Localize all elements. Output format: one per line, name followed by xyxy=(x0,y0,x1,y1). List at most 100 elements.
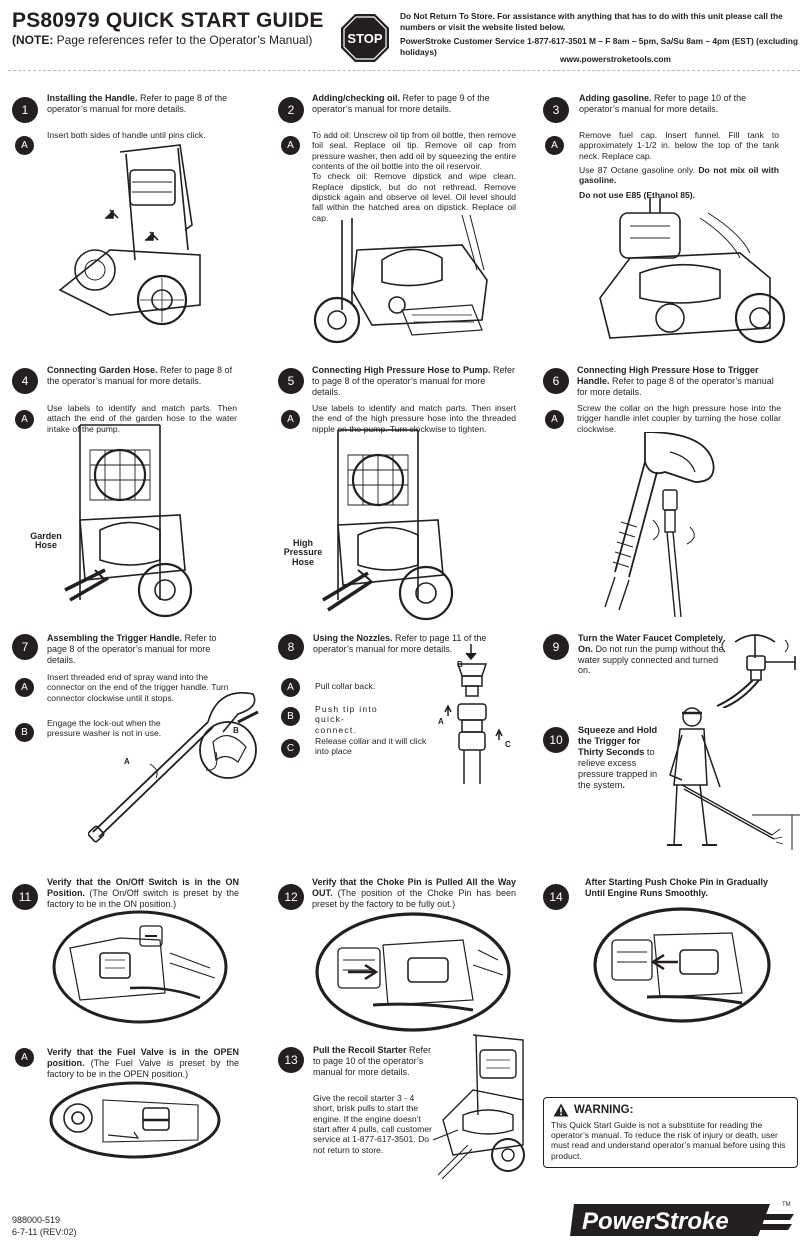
step-2-text: To add oil: Unscrew oil tip from oil bot… xyxy=(312,130,516,223)
powerstroke-logo: PowerStroke TM xyxy=(570,1202,794,1236)
garden-hose-illustration xyxy=(64,424,193,618)
on-off-switch-illustration xyxy=(52,910,228,1024)
oil-check-illustration xyxy=(313,214,488,344)
step-9-number: 9 xyxy=(543,634,569,660)
step-5-ref: Refer to page 8 of the operator’s manual… xyxy=(312,365,516,397)
warning-box: WARNING: This Quick Start Guide is not a… xyxy=(543,1097,798,1168)
step-2-heading: Adding/checking oil. Refer to page 9 of … xyxy=(312,93,516,115)
step-7-sub-a: A xyxy=(15,678,34,697)
step-2-add-oil: To add oil: Unscrew oil tip from oil bot… xyxy=(312,130,516,171)
step-7-title: Assembling the Trigger Handle. xyxy=(47,633,183,643)
revision: 6-7-11 (REV:02) xyxy=(12,1227,77,1237)
warning-heading: WARNING: xyxy=(553,1103,790,1117)
step-4-number: 4 xyxy=(12,368,38,394)
warning-heading-text: WARNING: xyxy=(574,1104,634,1116)
step-8-text-b: Push tip into quick-connect. xyxy=(315,704,378,735)
person-spraying-illustration xyxy=(667,707,800,850)
header-divider xyxy=(8,70,800,71)
step-6-text: Screw the collar on the high pressure ho… xyxy=(577,403,781,434)
step-7-text-a: Insert threaded end of spray wand into t… xyxy=(47,672,229,703)
high-pressure-hose-label: High Pressure Hose xyxy=(283,538,323,567)
step-4-sub-a: A xyxy=(15,410,34,429)
step-9-heading: Turn the Water Faucet Completely On. Do … xyxy=(578,633,728,676)
step-1-text: Insert both sides of handle until pins c… xyxy=(47,130,206,140)
step-10-heading: Squeeze and Hold the Trigger for Thirty … xyxy=(578,725,658,791)
step-8-ref: Refer to page 11 of the operator’s manua… xyxy=(313,633,487,654)
step-8-sub-c: C xyxy=(281,739,300,758)
nozzle-quick-connect-illustration xyxy=(444,644,503,784)
contact-info: Do Not Return To Store. For assistance w… xyxy=(400,11,798,61)
page-title: PS80979 QUICK START GUIDE xyxy=(12,9,324,32)
step-7-number: 7 xyxy=(12,634,38,660)
note-prefix: (NOTE: xyxy=(12,33,54,47)
step-13-ref: Refer to page 10 of the operator’s manua… xyxy=(313,1045,432,1077)
spray-wand-illustration xyxy=(88,692,259,843)
gasoline-fill-illustration xyxy=(599,198,786,344)
choke-pin-illustration xyxy=(315,912,511,1032)
water-faucet-illustration xyxy=(716,634,796,708)
step-3-number: 3 xyxy=(543,97,569,123)
step-7-sub-b: B xyxy=(15,723,34,742)
trigger-handle-hose-illustration xyxy=(604,432,715,617)
step-10-number: 10 xyxy=(543,727,569,753)
step-13-title: Pull the Recoil Starter xyxy=(313,1045,407,1055)
step-11-number: 11 xyxy=(12,884,38,910)
step-13-heading: Pull the Recoil Starter Refer to page 10… xyxy=(313,1045,433,1077)
step-4-heading: Connecting Garden Hose. Refer to page 8 … xyxy=(47,365,237,387)
logo-text: PowerStroke xyxy=(582,1208,729,1235)
step-11-sub-a-heading: Verify that the Fuel Valve is in the OPE… xyxy=(47,1047,239,1079)
step-2-title: Adding/checking oil. xyxy=(312,93,401,103)
step-8-number: 8 xyxy=(278,634,304,660)
step-1-heading: Installing the Handle. Refer to page 8 o… xyxy=(47,93,235,115)
step-5-number: 5 xyxy=(278,368,304,394)
step-8-text-c: Release collar and it will click into pl… xyxy=(315,736,427,757)
step-2-ref: Refer to page 9 of the operator’s manual… xyxy=(312,93,490,114)
step-12-ref: (The position of the Choke Pin has been … xyxy=(312,887,516,909)
contact-line-2: PowerStroke Customer Service 1-877-617-3… xyxy=(400,36,798,58)
step-3-ref: Refer to page 10 of the operator’s manua… xyxy=(579,93,747,114)
step-6-ref: Refer to page 8 of the operator’s manual… xyxy=(577,375,774,397)
step-10-title: Squeeze and Hold the Trigger for Thirty … xyxy=(578,725,658,758)
step-11-ref: (The On/Off switch is preset by the fact… xyxy=(47,887,239,909)
fuel-valve-ref: (The Fuel Valve is preset by the factory… xyxy=(47,1057,239,1079)
step-8-sub-b: B xyxy=(281,707,300,726)
step-11-title: Verify that the On/Off Switch is in the … xyxy=(47,877,239,898)
step-9-title: Turn the Water Faucet Completely On. xyxy=(578,633,724,654)
step-10-ref: to relieve excess pressure trapped in th… xyxy=(578,747,658,791)
step-3-e85: Do not use E85 (Ethanol 85). xyxy=(579,189,696,200)
choke-push-in-illustration xyxy=(593,907,771,1023)
step-3-fill: Remove fuel cap. Insert funnel. Fill tan… xyxy=(579,130,779,161)
fuel-valve-title: Verify that the Fuel Valve is in the OPE… xyxy=(47,1047,239,1068)
step-6-number: 6 xyxy=(543,368,569,394)
warning-text: This Quick Start Guide is not a substitu… xyxy=(551,1120,786,1161)
step-6-heading: Connecting High Pressure Hose to Trigger… xyxy=(577,365,783,397)
step-5-heading: Connecting High Pressure Hose to Pump. R… xyxy=(312,365,516,397)
garden-hose-label: Garden Hose xyxy=(30,531,62,551)
step-3-octane: Use 87 Octane gasoline only. Do not mix … xyxy=(579,164,779,186)
step-2-check-oil: To check oil: Remove dipstick and wipe c… xyxy=(312,171,516,223)
contact-line-1: Do Not Return To Store. For assistance w… xyxy=(400,11,783,33)
step-1-sub-a: A xyxy=(15,136,34,155)
step-4-title: Connecting Garden Hose. xyxy=(47,365,158,375)
step-2-sub-a: A xyxy=(281,136,300,155)
step-8-label-a: A xyxy=(438,717,444,726)
step-1-ref: Refer to page 8 of the operator’s manual… xyxy=(47,93,228,114)
step-8-title: Using the Nozzles. xyxy=(313,633,393,643)
step-7-text-b: Engage the lock-out when the pressure wa… xyxy=(47,718,162,739)
step-8-label-c: C xyxy=(505,740,511,749)
part-number: 988000-519 xyxy=(12,1215,61,1225)
step-1-title: Installing the Handle. xyxy=(47,93,138,103)
stop-sign-text: STOP xyxy=(347,31,382,46)
note-text: Page references refer to the Operator’s … xyxy=(53,33,313,47)
page-note: (NOTE: Page references refer to the Oper… xyxy=(12,33,312,48)
step-1-number: 1 xyxy=(12,97,38,123)
recoil-starter-illustration xyxy=(432,1034,525,1180)
step-11-sub-a: A xyxy=(15,1048,34,1067)
stop-sign-icon: STOP xyxy=(341,14,389,62)
step-7-label-b: B xyxy=(233,726,239,735)
step-7-heading: Assembling the Trigger Handle. Refer to … xyxy=(47,633,237,665)
warning-triangle-icon xyxy=(553,1103,569,1117)
step-11-heading: Verify that the On/Off Switch is in the … xyxy=(47,877,239,909)
step-7-label-a: A xyxy=(124,757,130,766)
website-link[interactable]: www.powerstroketools.com xyxy=(560,54,671,64)
